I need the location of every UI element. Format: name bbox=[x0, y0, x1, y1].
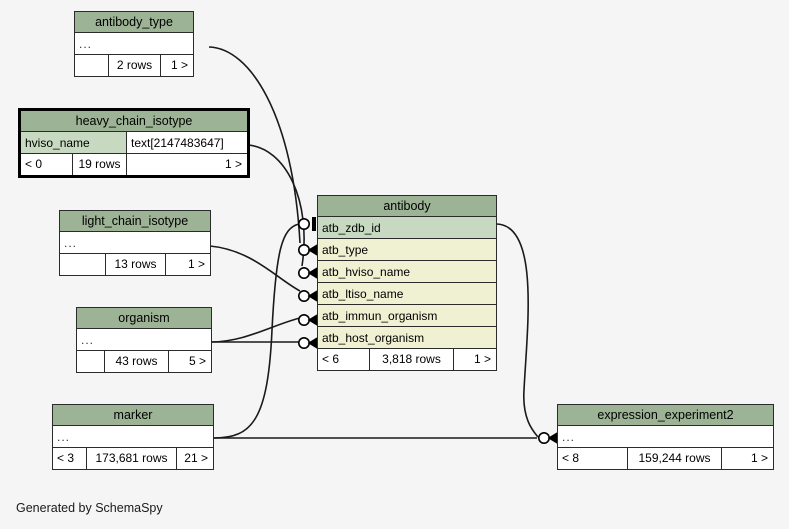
table-footer-parents: < 8 bbox=[558, 448, 628, 469]
table-title: antibody_type bbox=[75, 12, 193, 33]
table-columns-placeholder: ... bbox=[558, 426, 773, 448]
table-node-organism[interactable]: organism ... 43 rows 5 > bbox=[76, 307, 212, 373]
table-node-antibody[interactable]: antibody atb_zdb_id atb_type atb_hviso_n… bbox=[317, 195, 497, 371]
table-footer: < 8 159,244 rows 1 > bbox=[558, 448, 773, 469]
table-footer-parents: < 3 bbox=[53, 448, 87, 469]
column-atb-ltiso-name: atb_ltiso_name bbox=[318, 283, 496, 305]
table-footer-rowcount: 43 rows bbox=[105, 351, 169, 372]
table-footer-children: 1 > bbox=[161, 55, 193, 76]
generated-by-note: Generated by SchemaSpy bbox=[16, 501, 163, 515]
table-title: light_chain_isotype bbox=[60, 211, 210, 232]
table-footer-rowcount: 3,818 rows bbox=[370, 349, 454, 370]
table-footer-children: 1 > bbox=[127, 154, 247, 175]
column-type-hviso-name: text[2147483647] bbox=[127, 132, 247, 153]
table-node-marker[interactable]: marker ... < 3 173,681 rows 21 > bbox=[52, 404, 214, 470]
table-footer-rowcount: 173,681 rows bbox=[87, 448, 177, 469]
table-footer-children: 1 > bbox=[454, 349, 496, 370]
column-atb-type: atb_type bbox=[318, 239, 496, 261]
table-footer-children: 1 > bbox=[722, 448, 773, 469]
table-title: organism bbox=[77, 308, 211, 329]
table-title: marker bbox=[53, 405, 213, 426]
table-footer-parents: < 6 bbox=[318, 349, 370, 370]
table-columns-placeholder: ... bbox=[53, 426, 213, 448]
table-footer-rowcount: 2 rows bbox=[109, 55, 161, 76]
table-footer: 43 rows 5 > bbox=[77, 351, 211, 372]
table-columns-placeholder: ... bbox=[60, 232, 210, 254]
table-footer-parents bbox=[77, 351, 105, 372]
table-footer-rowcount: 159,244 rows bbox=[628, 448, 722, 469]
column-atb-immun-organism: atb_immun_organism bbox=[318, 305, 496, 327]
column-atb-zdb-id: atb_zdb_id bbox=[318, 217, 496, 239]
table-footer-parents bbox=[75, 55, 109, 76]
column-atb-hviso-name: atb_hviso_name bbox=[318, 261, 496, 283]
table-footer: < 3 173,681 rows 21 > bbox=[53, 448, 213, 469]
edge-endpoints-antibody bbox=[297, 217, 320, 350]
table-footer-rowcount: 13 rows bbox=[106, 254, 166, 275]
table-footer-parents bbox=[60, 254, 106, 275]
table-footer-parents: < 0 bbox=[21, 154, 73, 175]
table-footer: 13 rows 1 > bbox=[60, 254, 210, 275]
table-footer-rowcount: 19 rows bbox=[73, 154, 127, 175]
table-title: heavy_chain_isotype bbox=[21, 111, 247, 132]
table-footer-children: 1 > bbox=[166, 254, 210, 275]
table-node-expression-experiment2[interactable]: expression_experiment2 ... < 8 159,244 r… bbox=[557, 404, 774, 470]
table-footer-children: 21 > bbox=[177, 448, 213, 469]
column-name-hviso-name: hviso_name bbox=[21, 132, 127, 153]
table-title: expression_experiment2 bbox=[558, 405, 773, 426]
table-title: antibody bbox=[318, 196, 496, 217]
table-footer: < 6 3,818 rows 1 > bbox=[318, 349, 496, 370]
table-node-heavy-chain-isotype[interactable]: heavy_chain_isotype hviso_name text[2147… bbox=[18, 108, 250, 178]
table-column-row: hviso_name text[2147483647] bbox=[21, 132, 247, 154]
edge-endpoints-expression-experiment2 bbox=[537, 431, 560, 445]
table-footer-children: 5 > bbox=[169, 351, 211, 372]
table-columns-placeholder: ... bbox=[77, 329, 211, 351]
table-node-light-chain-isotype[interactable]: light_chain_isotype ... 13 rows 1 > bbox=[59, 210, 211, 276]
table-footer: < 0 19 rows 1 > bbox=[21, 154, 247, 175]
table-node-antibody-type[interactable]: antibody_type ... 2 rows 1 > bbox=[74, 11, 194, 77]
column-atb-host-organism: atb_host_organism bbox=[318, 327, 496, 349]
table-footer: 2 rows 1 > bbox=[75, 55, 193, 76]
table-columns-placeholder: ... bbox=[75, 33, 193, 55]
